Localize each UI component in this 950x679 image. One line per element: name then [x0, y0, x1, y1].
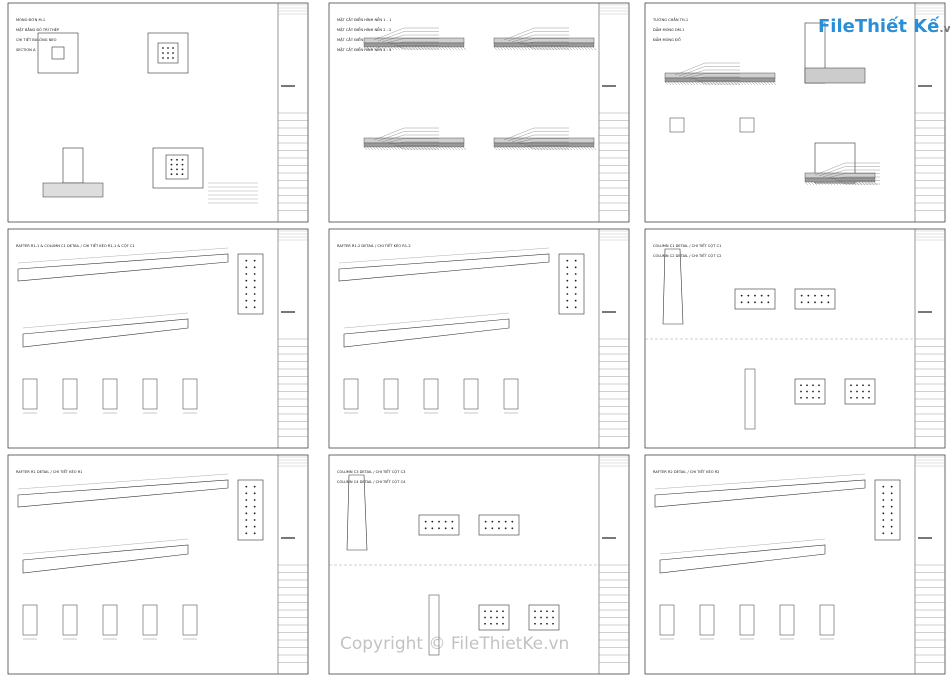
sheet-title: COLUMN C2 DETAIL / CHI TIẾT CỘT C2 — [653, 252, 721, 258]
logo-text-thietke: Thiết Kế — [854, 16, 940, 37]
sheet-title: ĐẦM MÓNG ĐỔ — [653, 37, 681, 42]
brand-logo: FileThiết Kế.vn — [818, 16, 950, 37]
sheet-title: COLUMN C3 DETAIL / CHI TIẾT CỘT C3 — [337, 468, 405, 474]
copyright-watermark: Copyright © FileThietKe.vn — [340, 634, 570, 654]
drawing-sheet-9: RAFTER R2 DETAIL / CHI TIẾT KÈO R2 — [644, 454, 946, 675]
drawing-sheet-8: COLUMN C3 DETAIL / CHI TIẾT CỘT C3 COLUMN… — [328, 454, 630, 675]
sheet-title: RAFTER R2 DETAIL / CHI TIẾT KÈO R2 — [653, 468, 719, 474]
sheet-title: MẶT BẰNG BỐ TRÍ THÉP — [16, 27, 60, 32]
sheet-title: RAFTER R1 DETAIL / CHI TIẾT KÈO R1 — [16, 468, 82, 474]
drawing-sheet-4: RAFTER R1-1 & COLUMN C1 DETAIL / CHI TIẾ… — [7, 228, 309, 449]
sheet-title: SECTION A — [16, 48, 36, 52]
sheet-title: MẶT CẮT ĐIỂN HÌNH NỀN 2 - 2 — [337, 27, 391, 32]
sheet-title: MẶT CẮT ĐIỂN HÌNH NỀN 1 - 1 — [337, 17, 391, 22]
sheet-title: MÓNG ĐƠN M-1 — [16, 17, 45, 22]
sheet-title: DẦM MÓNG DM-1 — [653, 27, 684, 32]
sheet-title: RAFTER R1-1 & COLUMN C1 DETAIL / CHI TIẾ… — [16, 242, 135, 248]
sheet-title: CHI TIẾT BULÔNG NEO — [16, 36, 57, 42]
drawing-sheet-6: COLUMN C1 DETAIL / CHI TIẾT CỘT C1 COLUMN… — [644, 228, 946, 449]
sheet-title: MẶT CẮT ĐIỂN HÌNH NỀN 4 - 4 — [337, 47, 392, 52]
logo-text-file: File — [818, 16, 855, 37]
sheet-title: COLUMN C1 DETAIL / CHI TIẾT CỘT C1 — [653, 242, 721, 248]
logo-text-suffix: .vn — [939, 22, 950, 35]
drawing-sheet-5: RAFTER R1-2 DETAIL / CHI TIẾT KÈO R1-2 — [328, 228, 630, 449]
drawing-sheet-7: RAFTER R1 DETAIL / CHI TIẾT KÈO R1 — [7, 454, 309, 675]
sheet-title: COLUMN C4 DETAIL / CHI TIẾT CỘT C4 — [337, 478, 406, 484]
sheet-title: RAFTER R1-2 DETAIL / CHI TIẾT KÈO R1-2 — [337, 242, 411, 248]
drawing-sheet-2: MẶT CẮT ĐIỂN HÌNH NỀN 1 - 1 MẶT CẮT ĐIỂN … — [328, 2, 630, 223]
sheet-title: TƯỜNG CHẮN TH-1 — [652, 17, 688, 22]
